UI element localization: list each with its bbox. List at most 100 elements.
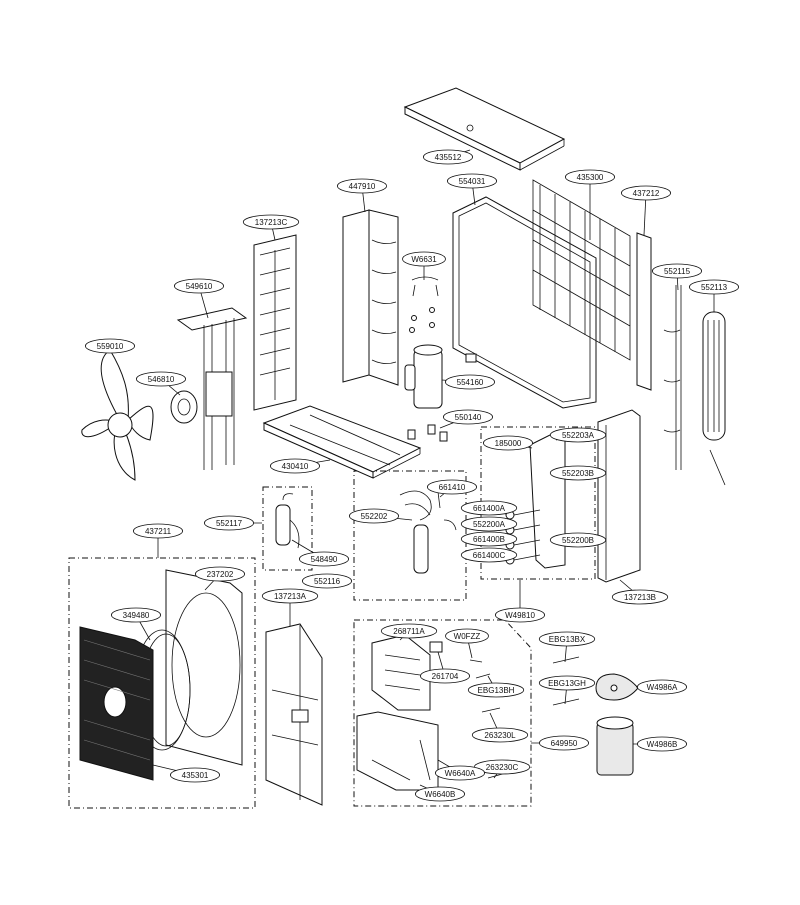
label-sensor-2: EBG13BH <box>467 682 525 698</box>
compressor-feet-part <box>407 424 448 442</box>
label-sensor-1: EBG13BX <box>538 631 596 647</box>
label-compressor-parts: 550140 <box>442 409 493 425</box>
label-text-comp-sub-8: 552200B <box>562 536 594 545</box>
label-text-grille-rear: 435300 <box>577 173 604 182</box>
label-cabinet: 554031 <box>446 173 497 189</box>
rear-grille-left-part <box>253 234 297 411</box>
front-grille-part <box>79 626 154 781</box>
label-text-comp-sub-1: 185000 <box>495 439 522 448</box>
pipe-right-2-part <box>702 311 726 486</box>
label-fuse: W0FZZ <box>445 628 489 644</box>
base-pan-part <box>262 405 422 479</box>
label-side-bracket: 437212 <box>621 185 672 201</box>
valve-bracket-part <box>409 276 439 333</box>
right-panel-part <box>597 409 641 583</box>
label-right-panel: 137213B <box>611 589 669 605</box>
label-text-rear-grille-left: 137213C <box>255 218 288 227</box>
accumulator-part <box>275 493 300 549</box>
label-control-1: W6640A <box>434 765 485 781</box>
label-text-sensor-4: 263230L <box>484 731 516 740</box>
label-text-control-1: W6640A <box>445 769 476 778</box>
label-base-pan: 430410 <box>269 458 320 474</box>
relay-part <box>429 641 443 653</box>
sensor-wires-part <box>475 656 580 779</box>
label-text-tube-part: 661410 <box>439 483 466 492</box>
label-comp-sub-6: 661400B <box>460 531 518 547</box>
label-text-cabinet: 554031 <box>459 177 486 186</box>
label-text-side-panel-left: 447910 <box>349 182 376 191</box>
label-text-comp-sub-4: 661400A <box>473 504 506 513</box>
label-motor-bracket: 549610 <box>173 278 224 294</box>
tube-assembly-part <box>399 490 457 574</box>
label-text-compressor-parts: 550140 <box>455 413 482 422</box>
top-cover-part <box>403 87 566 171</box>
fan-motor-part <box>170 390 198 424</box>
control-box-part <box>356 711 439 791</box>
label-tube-part: 661410 <box>426 479 477 495</box>
label-side-panel-front: 137213A <box>261 588 319 604</box>
pcb-part <box>371 634 431 711</box>
side-panel-left-part <box>342 209 399 386</box>
label-reactor-group: 552117 <box>203 515 254 531</box>
sleeve-part <box>596 716 634 776</box>
fan-part <box>81 349 154 481</box>
label-text-valve-assy: W49810 <box>505 611 535 620</box>
label-fan-motor: 546810 <box>135 371 186 387</box>
label-sensor-5: 263230C <box>473 759 531 775</box>
label-front-panel-group: 437211 <box>132 523 183 539</box>
label-sleeve: W4986B <box>637 736 688 752</box>
label-sensor-4: 263230L <box>471 727 529 743</box>
front-panel-group-box <box>68 557 256 809</box>
label-pad: W4986A <box>637 679 688 695</box>
label-text-sensor-3: EBG13GH <box>548 679 586 688</box>
label-comp-sub-8: 552200B <box>549 532 607 548</box>
label-text-sleeve: W4986B <box>647 740 678 749</box>
label-comp-sub-3: 552203B <box>549 465 607 481</box>
label-side-panel-left: 447910 <box>336 178 387 194</box>
label-text-pipe-right-2: 552113 <box>701 283 728 292</box>
label-text-sensor-2: EBG13BH <box>478 686 515 695</box>
label-comp-sub-2: 552203A <box>549 427 607 443</box>
label-text-side-panel-front: 137213A <box>274 592 307 601</box>
label-comp-sub-7: 661400C <box>460 547 518 563</box>
label-text-pad: W4986A <box>647 683 678 692</box>
label-text-relay: 261704 <box>432 672 459 681</box>
label-text-tube-group-2: 552116 <box>314 577 341 586</box>
valve-assembly-part <box>505 431 566 569</box>
label-text-grille: 349480 <box>123 611 150 620</box>
label-compressor: 554160 <box>444 374 495 390</box>
label-sensor-3: EBG13GH <box>538 675 596 691</box>
label-text-fan: 559010 <box>97 342 124 351</box>
label-text-pcb: 268711A <box>393 627 425 636</box>
part-labels: 435512 447910 554031 435300 437212 137213C W66… <box>85 149 740 802</box>
label-valve-bracket: W6631 <box>402 251 446 267</box>
rear-grille-part <box>532 179 631 361</box>
label-text-base-pan: 430410 <box>282 462 309 471</box>
label-pipe-right-1: 552115 <box>652 263 703 279</box>
label-tube-assembly: 552202 <box>348 508 399 524</box>
label-text-motor-bracket: 549610 <box>186 282 213 291</box>
label-text-tube-assembly: 552202 <box>361 512 388 521</box>
label-text-top-cover: 435512 <box>435 153 462 162</box>
compressor-part <box>404 344 443 409</box>
reactor-group-box <box>262 486 313 571</box>
label-text-comp-sub-6: 661400B <box>473 535 505 544</box>
pipe-right-1-part <box>663 285 682 470</box>
label-grille: 349480 <box>111 607 162 623</box>
label-tube-group-2: 552116 <box>301 573 352 589</box>
front-panel-part <box>165 569 243 766</box>
label-rear-grille-left: 137213C <box>242 214 300 230</box>
label-top-cover: 435512 <box>422 149 473 165</box>
label-text-comp-sub-3: 552203B <box>562 469 594 478</box>
label-text-control-box: 649950 <box>551 739 578 748</box>
label-text-pipe-right-1: 552115 <box>664 267 691 276</box>
label-text-fan-motor: 546810 <box>148 375 175 384</box>
label-grille-rear: 435300 <box>565 169 616 185</box>
label-text-comp-sub-5: 552200A <box>473 520 506 529</box>
label-text-front-grille: 435301 <box>182 771 209 780</box>
label-text-compressor: 554160 <box>457 378 484 387</box>
control-group-box <box>353 619 532 807</box>
label-text-reactor-group: 552117 <box>216 519 243 528</box>
